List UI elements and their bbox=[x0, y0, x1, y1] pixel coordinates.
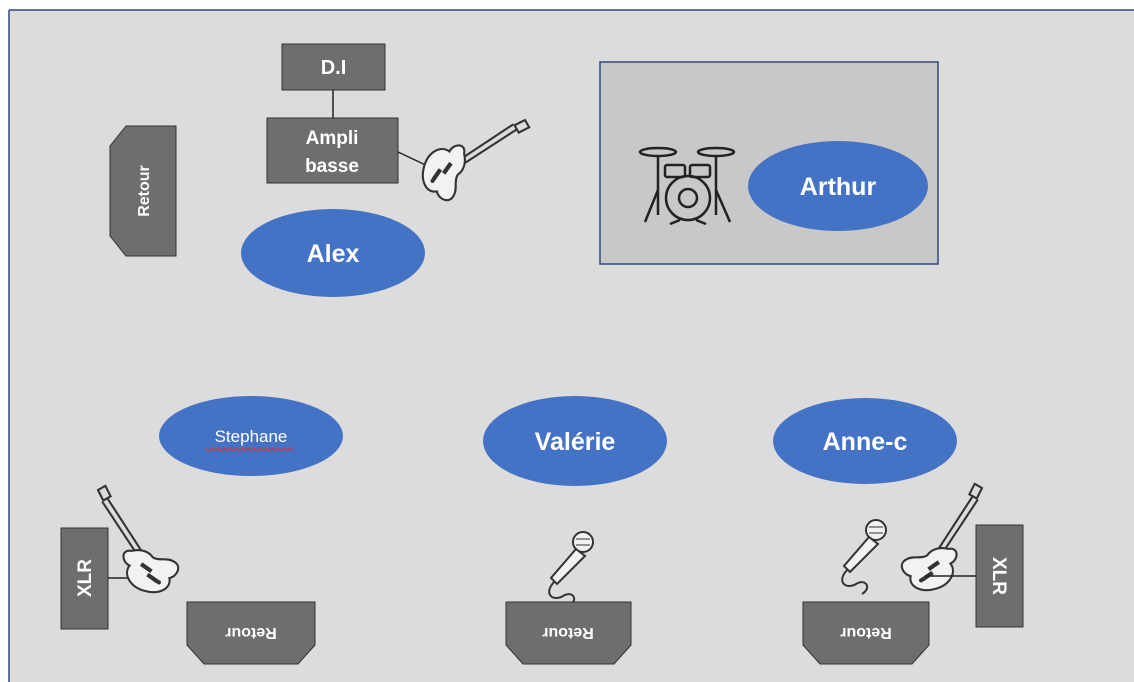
retour-monitor-valerie bbox=[505, 601, 632, 665]
retour-monitor-alex bbox=[109, 125, 177, 257]
xlr-label-left: XLR bbox=[75, 559, 96, 597]
person-valerie-label: Valérie bbox=[535, 428, 616, 456]
person-arthur bbox=[748, 141, 928, 231]
person-anne-c bbox=[773, 398, 957, 484]
bass-amp-label-line1: Ampli bbox=[306, 128, 359, 149]
person-anne-c-label: Anne-c bbox=[823, 428, 908, 456]
retour-label-alex: Retour bbox=[136, 165, 153, 217]
retour-monitor-anne-c bbox=[802, 601, 930, 665]
person-alex bbox=[241, 209, 425, 297]
retour-label-stephane: Retour bbox=[225, 624, 277, 641]
retour-label-valerie: Retour bbox=[542, 624, 594, 641]
person-alex-label: Alex bbox=[307, 240, 360, 268]
retour-label-anne-c: Retour bbox=[840, 624, 892, 641]
person-stephane bbox=[159, 396, 343, 476]
person-valerie bbox=[483, 396, 667, 486]
bass-amp-label-line2: basse bbox=[305, 156, 359, 177]
di-box bbox=[281, 43, 386, 91]
retour-monitor-stephane bbox=[186, 601, 316, 665]
spellcheck-underline bbox=[205, 447, 294, 452]
di-label: D.I bbox=[321, 57, 347, 79]
xlr-label-right: XLR bbox=[988, 557, 1009, 595]
stage-background bbox=[9, 10, 1134, 682]
person-stephane-label: Stephane bbox=[215, 427, 288, 446]
xlr-box-left bbox=[60, 527, 109, 630]
person-arthur-label: Arthur bbox=[800, 173, 877, 201]
xlr-box-right bbox=[975, 524, 1024, 628]
drum-kit-icon bbox=[638, 146, 736, 226]
bass-amp-box bbox=[266, 117, 399, 184]
